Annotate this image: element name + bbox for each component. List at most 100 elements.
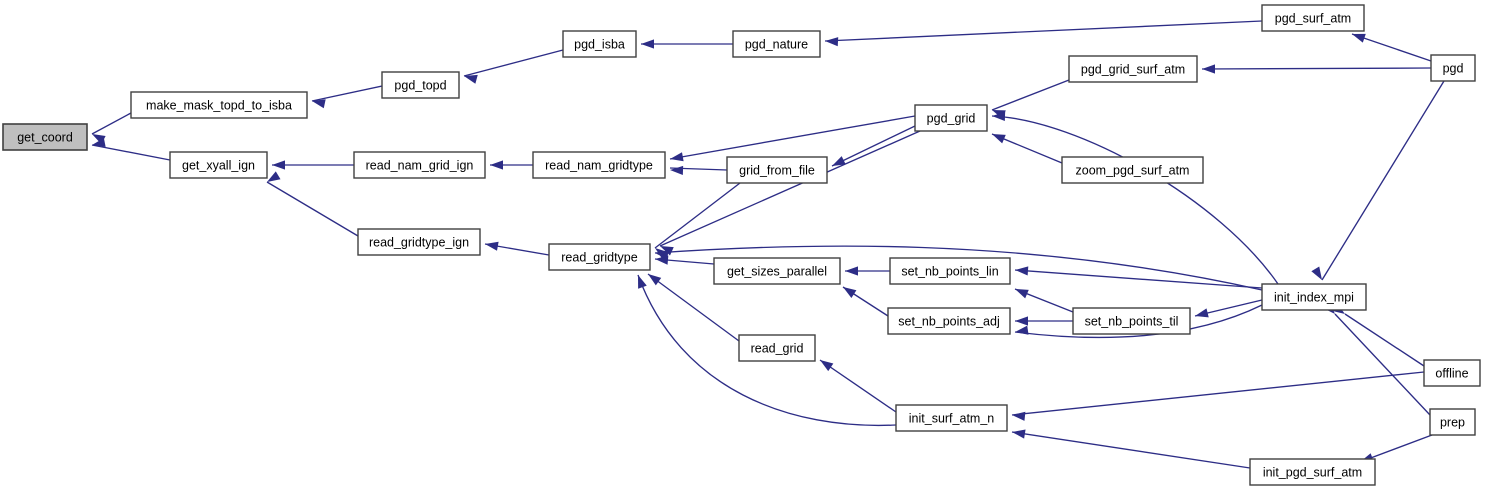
node-grid_from_file[interactable]: grid_from_file: [726, 156, 828, 184]
node-read_gridtype[interactable]: read_gridtype: [548, 243, 651, 271]
node-label-zoom_pgd_surf_atm: zoom_pgd_surf_atm: [1076, 163, 1190, 177]
node-read_nam_gridtype[interactable]: read_nam_gridtype: [532, 151, 666, 179]
node-init_pgd_surf_atm[interactable]: init_pgd_surf_atm: [1249, 458, 1376, 486]
node-get_xyall_ign[interactable]: get_xyall_ign: [169, 151, 268, 179]
node-label-pgd_isba: pgd_isba: [574, 37, 625, 51]
arrowhead: [1015, 325, 1029, 335]
node-label-read_nam_grid_ign: read_nam_grid_ign: [366, 158, 474, 172]
node-get_sizes_parallel[interactable]: get_sizes_parallel: [713, 257, 841, 285]
node-box-offline[interactable]: [1423, 359, 1481, 387]
node-pgd_nature[interactable]: pgd_nature: [732, 30, 821, 58]
node-label-pgd_grid_surf_atm: pgd_grid_surf_atm: [1081, 62, 1185, 76]
arrowhead: [1015, 289, 1029, 299]
node-label-init_index_mpi: init_index_mpi: [1274, 290, 1354, 304]
node-box-pgd_nature[interactable]: [732, 30, 821, 58]
node-box-read_gridtype[interactable]: [548, 243, 651, 271]
node-pgd_grid_surf_atm[interactable]: pgd_grid_surf_atm: [1068, 55, 1198, 83]
node-box-zoom_pgd_surf_atm[interactable]: [1061, 156, 1204, 184]
node-read_grid[interactable]: read_grid: [738, 334, 816, 362]
node-prep[interactable]: prep: [1429, 408, 1476, 436]
edge-init_pgd_surf_atm-to-init_surf_atm_n: [1011, 431, 1251, 469]
node-box-read_gridtype_ign[interactable]: [357, 228, 481, 256]
node-box-init_index_mpi[interactable]: [1261, 283, 1367, 311]
node-label-get_xyall_ign: get_xyall_ign: [182, 158, 255, 172]
edge-pgd_isba-to-pgd_topd: [463, 49, 564, 77]
node-pgd_grid[interactable]: pgd_grid: [914, 104, 988, 132]
arrowhead: [641, 39, 654, 49]
node-box-make_mask_topd_to_isba[interactable]: [130, 91, 308, 119]
arrowhead: [820, 360, 834, 372]
node-box-read_grid[interactable]: [738, 334, 816, 362]
node-label-pgd_topd: pgd_topd: [394, 78, 446, 92]
arrowhead: [845, 266, 858, 276]
node-box-pgd_surf_atm[interactable]: [1261, 4, 1365, 32]
node-box-init_pgd_surf_atm[interactable]: [1249, 458, 1376, 486]
arrowhead: [1311, 266, 1322, 280]
edge-offline-to-init_surf_atm_n: [1011, 371, 1425, 416]
node-pgd_surf_atm[interactable]: pgd_surf_atm: [1261, 4, 1365, 32]
node-init_index_mpi[interactable]: init_index_mpi: [1261, 283, 1367, 311]
edge-pgd_grid-to-read_gridtype: [659, 130, 921, 247]
node-pgd_isba[interactable]: pgd_isba: [562, 30, 637, 58]
node-offline[interactable]: offline: [1423, 359, 1481, 387]
arrowhead: [843, 287, 857, 298]
node-label-set_nb_points_adj: set_nb_points_adj: [898, 314, 999, 328]
node-label-read_gridtype_ign: read_gridtype_ign: [369, 235, 469, 249]
node-label-pgd_surf_atm: pgd_surf_atm: [1275, 11, 1351, 25]
node-pgd[interactable]: pgd: [1430, 54, 1476, 82]
edge-init_surf_atm_n-to-read_grid: [819, 359, 897, 413]
node-box-pgd_isba[interactable]: [562, 30, 637, 58]
node-set_nb_points_adj[interactable]: set_nb_points_adj: [887, 307, 1011, 335]
arrowhead: [485, 241, 499, 251]
node-box-init_surf_atm_n[interactable]: [895, 404, 1008, 432]
node-box-set_nb_points_adj[interactable]: [887, 307, 1011, 335]
node-box-get_xyall_ign[interactable]: [169, 151, 268, 179]
edge-pgd-to-pgd_surf_atm: [1351, 33, 1432, 62]
arrowhead: [1012, 429, 1026, 439]
node-box-get_sizes_parallel[interactable]: [713, 257, 841, 285]
edge-read_grid-to-read_gridtype: [647, 273, 740, 342]
node-box-prep[interactable]: [1429, 408, 1476, 436]
node-box-grid_from_file[interactable]: [726, 156, 828, 184]
arrowhead: [670, 165, 684, 176]
edge-init_index_mpi-to-set_nb_points_adj: [1014, 304, 1263, 339]
node-init_surf_atm_n[interactable]: init_surf_atm_n: [895, 404, 1008, 432]
node-box-pgd[interactable]: [1430, 54, 1476, 82]
edge-make_mask_topd_to_isba-to-get_coord: [91, 112, 132, 135]
node-label-get_coord: get_coord: [17, 130, 73, 144]
arrowhead: [670, 152, 684, 162]
node-set_nb_points_lin[interactable]: set_nb_points_lin: [889, 257, 1011, 285]
node-make_mask_topd_to_isba[interactable]: make_mask_topd_to_isba: [130, 91, 308, 119]
arrowhead: [1352, 33, 1366, 43]
edge-read_gridtype_ign-to-get_xyall_ign: [266, 181, 359, 237]
edge-pgd_topd-to-make_mask_topd_to_isba: [311, 85, 383, 102]
node-read_gridtype_ign[interactable]: read_gridtype_ign: [357, 228, 481, 256]
node-label-read_gridtype: read_gridtype: [561, 250, 637, 264]
node-box-pgd_grid_surf_atm[interactable]: [1068, 55, 1198, 83]
node-get_coord[interactable]: get_coord: [2, 123, 88, 151]
arrowhead: [490, 160, 503, 170]
node-box-get_coord[interactable]: [2, 123, 88, 151]
edge-pgd_grid-to-read_nam_gridtype: [669, 115, 916, 160]
node-label-prep: prep: [1440, 415, 1465, 429]
node-zoom_pgd_surf_atm[interactable]: zoom_pgd_surf_atm: [1061, 156, 1204, 184]
node-box-set_nb_points_lin[interactable]: [889, 257, 1011, 285]
arrowhead: [825, 37, 839, 47]
node-read_nam_grid_ign[interactable]: read_nam_grid_ign: [353, 151, 486, 179]
arrowhead: [267, 171, 281, 182]
node-label-read_grid: read_grid: [751, 341, 804, 355]
edge-get_xyall_ign-to-get_coord: [91, 144, 171, 161]
node-set_nb_points_til[interactable]: set_nb_points_til: [1072, 307, 1191, 335]
node-box-read_nam_gridtype[interactable]: [532, 151, 666, 179]
edge-init_index_mpi-to-read_gridtype: [654, 245, 1263, 291]
node-box-pgd_topd[interactable]: [381, 71, 460, 99]
arrowhead: [638, 275, 647, 289]
node-box-read_nam_grid_ign[interactable]: [353, 151, 486, 179]
node-box-set_nb_points_til[interactable]: [1072, 307, 1191, 335]
node-box-pgd_grid[interactable]: [914, 104, 988, 132]
arrowhead: [655, 250, 669, 260]
node-pgd_topd[interactable]: pgd_topd: [381, 71, 460, 99]
edge-grid_from_file-to-read_gridtype: [654, 182, 741, 249]
